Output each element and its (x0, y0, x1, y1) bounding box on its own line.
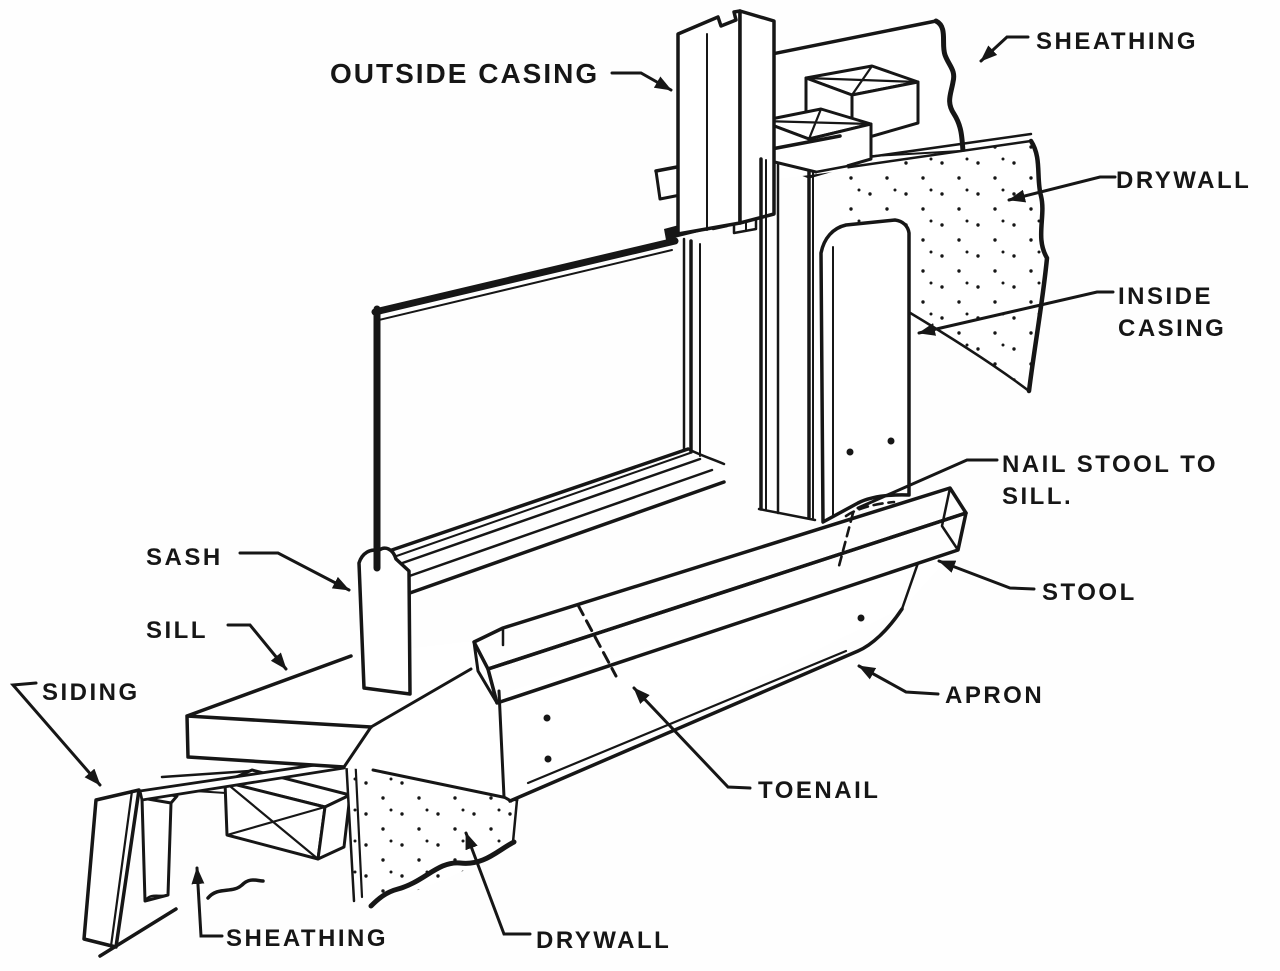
leader-sash (238, 551, 351, 592)
window-jamb-drawing (682, 157, 817, 522)
leader-nail-stool (856, 458, 999, 510)
label-sheathing-bottom: SHEATHING (226, 925, 389, 952)
label-sheathing-top: SHEATHING (1036, 28, 1199, 55)
leader-sheathing-bottom (191, 866, 224, 938)
leader-outside-casing (610, 71, 673, 92)
label-drywall-upper: DRYWALL (1116, 167, 1252, 194)
label-stool: STOOL (1042, 579, 1137, 606)
leader-inside-casing (917, 290, 1115, 336)
leader-sill (226, 623, 288, 671)
label-outside-casing: OUTSIDE CASING (330, 58, 600, 89)
leader-apron (857, 664, 940, 696)
nail-dot (887, 437, 895, 445)
nail-dot (846, 448, 854, 456)
inside-casing-drawing (819, 218, 911, 524)
glass-pane-drawing (371, 237, 679, 572)
label-siding: SIDING (42, 679, 140, 706)
leader-siding (9, 681, 102, 787)
drywall-panel-upper-drawing (839, 132, 1050, 394)
label-inside-casing: INSIDE CASING (1118, 283, 1227, 342)
label-toenail: TOENAIL (758, 777, 881, 804)
stool-drawing (472, 486, 968, 705)
label-sash: SASH (146, 544, 223, 571)
nail-dot (543, 714, 551, 722)
nail-dot (544, 755, 552, 763)
leader-lines (9, 35, 1117, 938)
leader-stool (937, 559, 1036, 591)
lower-wall-assembly-drawing (82, 759, 352, 958)
nail-dot (857, 614, 865, 622)
leader-sheathing-top (979, 35, 1030, 63)
leader-toenail (632, 686, 752, 790)
label-apron: APRON (945, 682, 1045, 709)
leader-drywall-upper (1007, 175, 1117, 203)
toenail-dashed-line (576, 603, 618, 678)
sash-bottom-rail-drawing (384, 447, 726, 596)
label-drywall-bottom: DRYWALL (536, 927, 672, 954)
sill-drawing (185, 641, 519, 802)
nail-dashed-line (837, 500, 896, 568)
apron-drawing (497, 549, 956, 803)
label-nail-stool-to-sill: NAIL STOOL TO SILL. (1002, 451, 1219, 510)
label-sill: SILL (146, 617, 208, 644)
sash-stile-drawing (357, 546, 412, 696)
leader-drywall-bottom (464, 831, 532, 936)
siding-board-drawing (82, 788, 141, 949)
